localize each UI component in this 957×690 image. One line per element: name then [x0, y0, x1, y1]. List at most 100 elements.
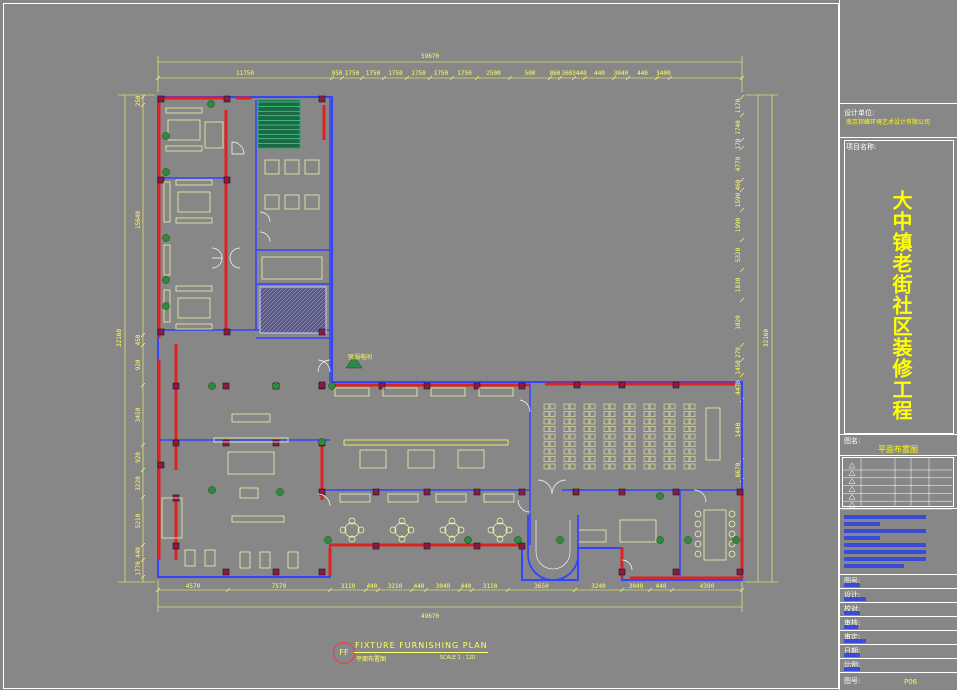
dimension-tick — [423, 587, 429, 593]
dimension-tick — [572, 587, 578, 593]
classroom-chair — [669, 456, 676, 462]
dimension-bottom: 3650 — [534, 583, 549, 590]
classroom-chair — [623, 441, 630, 447]
classroom-chair — [623, 433, 630, 440]
dimension-top: 11750 — [236, 70, 254, 77]
classroom-chair — [549, 411, 556, 417]
column — [378, 382, 386, 390]
classroom-chair — [543, 433, 550, 440]
info-bar — [844, 543, 926, 547]
column — [672, 381, 680, 389]
dimension-right: 1450 — [735, 360, 742, 375]
classroom-chair — [563, 426, 570, 432]
dimension-tick — [611, 75, 617, 81]
classroom-chair — [543, 411, 550, 417]
dimension-tick — [739, 187, 745, 193]
round-entrance — [527, 515, 579, 581]
classroom-chair — [683, 418, 690, 425]
classroom-chair — [643, 441, 650, 447]
column — [473, 382, 481, 390]
field-label: 审定: — [844, 633, 861, 641]
round-table — [394, 522, 410, 538]
dimension-tick — [359, 75, 365, 81]
column — [272, 439, 280, 447]
drawing-caption-scale: SCALE 1 : 120 — [440, 655, 476, 661]
field-label: 审核: — [844, 619, 861, 627]
dimension-tick — [329, 75, 335, 81]
chair-row — [334, 387, 370, 397]
classroom-chair — [583, 433, 590, 440]
classroom-chair — [643, 426, 650, 432]
info-bar — [844, 515, 926, 519]
dimension-tick — [363, 587, 369, 593]
dimension-tick — [474, 75, 480, 81]
column — [223, 176, 231, 184]
chair — [694, 520, 702, 528]
chair — [496, 517, 504, 525]
dimension-top: 3040 — [614, 70, 629, 77]
dimension-top: 360 — [562, 70, 573, 77]
hatch-line — [281, 288, 327, 334]
column — [372, 488, 380, 496]
dimension-tick — [667, 75, 673, 81]
classroom-chair — [583, 411, 590, 417]
dimension-tick — [140, 342, 146, 348]
classroom-chair — [623, 418, 630, 425]
column — [518, 488, 526, 496]
classroom-chair — [689, 441, 696, 447]
room-label: 强弱电间 — [348, 354, 373, 361]
classroom-chair — [583, 456, 590, 462]
dimension-tick — [647, 587, 653, 593]
classroom-chair — [609, 403, 616, 410]
dimension-tick — [739, 75, 745, 81]
dimension-tick — [619, 587, 625, 593]
classroom-chair — [609, 411, 616, 417]
classroom-chair — [629, 463, 636, 470]
gym-equipment — [204, 549, 216, 567]
design-unit-label: 设计单位: — [844, 109, 875, 117]
column — [618, 488, 626, 496]
column — [172, 382, 180, 390]
dimension-tick — [739, 297, 745, 303]
chair — [448, 517, 456, 525]
classroom-chair — [583, 463, 590, 470]
dimension-tick — [739, 357, 745, 363]
classroom-chair — [569, 441, 576, 447]
classroom-chair — [689, 433, 696, 440]
hatch-line — [259, 286, 297, 324]
dimension-top: 440 — [594, 70, 605, 77]
classroom-chair — [603, 456, 610, 462]
hatch-line — [289, 296, 327, 334]
field-label: 校对: — [844, 605, 861, 613]
chair — [439, 526, 447, 534]
classroom-chair — [589, 426, 596, 432]
desk — [177, 297, 211, 319]
chair — [728, 540, 736, 548]
dimension-tick — [140, 382, 146, 388]
dimension-bottom: 440 — [656, 583, 667, 590]
classroom-chair — [689, 418, 696, 425]
dimension-tick — [449, 75, 455, 81]
classroom-chair — [669, 426, 676, 432]
dimension-left: 1770 — [135, 561, 142, 576]
dimension-tick — [571, 75, 577, 81]
overall-height-right: 32160 — [763, 329, 770, 347]
sheet-no: P06 — [904, 678, 918, 686]
hatch-line — [259, 286, 281, 308]
plant — [162, 168, 170, 176]
plant — [556, 536, 564, 544]
info-bar — [844, 522, 880, 526]
desk — [204, 121, 224, 149]
revision-triangle — [848, 501, 856, 508]
classroom-chair — [663, 441, 670, 447]
revision-triangle — [848, 493, 856, 500]
hatch-line — [273, 286, 321, 334]
info-bar — [844, 557, 926, 561]
column — [423, 382, 431, 390]
classroom-chair — [563, 463, 570, 470]
dimension-bottom: 4390 — [700, 583, 715, 590]
column — [518, 382, 526, 390]
classroom-chair — [603, 441, 610, 447]
chair — [487, 526, 495, 534]
